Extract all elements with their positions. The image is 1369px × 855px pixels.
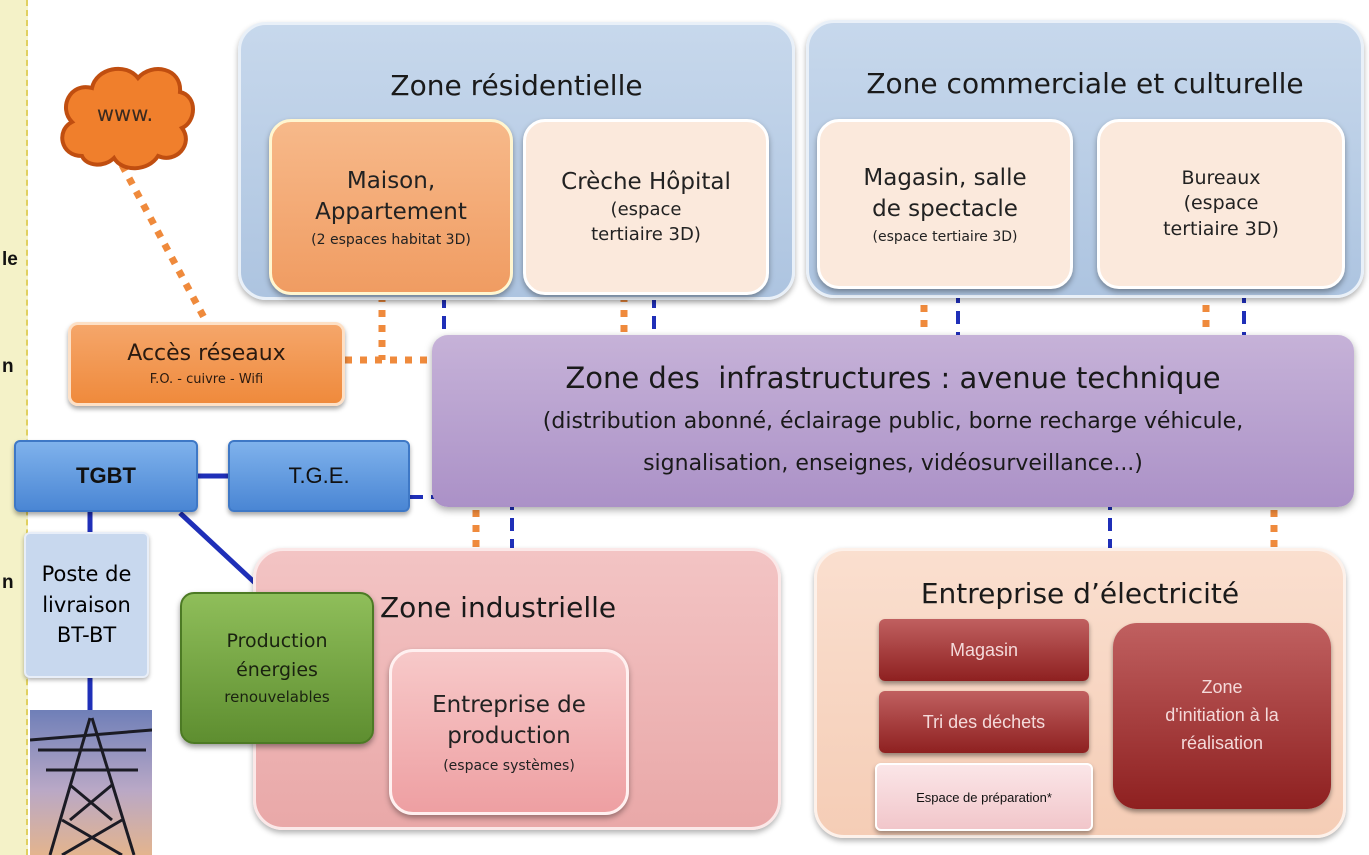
renewable-production-box: Production énergies renouvelables [180,592,374,744]
tge-box: T.G.E. [228,440,410,512]
side-fragment-2: n [2,356,14,377]
offices-card: Bureaux (espace tertiaire 3D) [1097,119,1345,289]
network-access-box: Accès réseaux F.O. - cuivre - Wifi [68,322,345,406]
infrastructure-line2: signalisation, enseignes, vidéosurveilla… [643,451,1143,476]
initiation-line2: d'initiation à la [1165,705,1279,726]
tge-label: T.G.E. [288,463,350,488]
shop-line2: de spectacle [872,196,1018,222]
delivery-station-box: Poste de livraison BT-BT [24,532,149,678]
store-label: Magasin [949,639,1019,660]
infrastructure-title: Zone des infrastructures : avenue techni… [565,361,1221,395]
shop-line1: Magasin, salle [863,164,1027,191]
delivery-line2: livraison [42,592,131,617]
initiation-zone-box: Zone d'initiation à la réalisation [1113,623,1331,809]
left-margin-strip [0,0,28,855]
residential-zone: Zone résidentielle Maison, Appartement (… [238,22,795,300]
electric-company-title: Entreprise d’électricité [920,577,1240,610]
side-fragment-3: n [2,572,14,593]
store-box: Magasin [879,619,1089,681]
power-pylon-image [30,710,152,855]
house-line2: Appartement [315,199,467,225]
shop-note: (espace tertiaire 3D) [872,229,1018,246]
care-line1: Crèche Hôpital [561,169,731,196]
offices-line2: (espace [1183,192,1259,215]
industrial-zone-title: Zone industrielle [380,591,617,624]
initiation-line1: Zone [1201,677,1243,698]
network-access-title: Accès réseaux [127,341,286,366]
renewable-line3: renouvelables [224,687,330,706]
internet-label: www. [96,102,154,126]
renewable-line2: énergies [236,659,318,682]
care-line2: (espace [610,199,682,221]
care-line3: tertiaire 3D) [591,223,701,245]
cloud-icon [60,67,195,171]
house-line1: Maison, [346,167,436,194]
preparation-space-box: Espace de préparation* [875,763,1093,831]
initiation-line3: réalisation [1180,732,1264,753]
pylon-icon [30,717,152,855]
offices-line1: Bureaux [1181,166,1261,189]
side-fragment-1: le [2,249,18,270]
shop-card: Magasin, salle de spectacle (espace tert… [817,119,1073,289]
commercial-zone: Zone commerciale et culturelle Magasin, … [806,20,1364,298]
tgbt-box: TGBT [14,440,198,512]
infrastructure-line1: (distribution abonné, éclairage public, … [542,409,1244,434]
offices-line3: tertiaire 3D) [1163,217,1279,240]
tgbt-label: TGBT [76,463,136,488]
internet-cloud: www. [52,60,198,176]
preparation-space-label: Espace de préparation* [916,789,1052,805]
renewable-line1: Production [226,629,328,652]
house-note: (2 espaces habitat 3D) [311,232,471,249]
production-company-line2: production [447,723,571,749]
production-company-card: Entreprise de production (espace système… [389,649,629,815]
delivery-line1: Poste de [41,562,132,587]
residential-zone-title: Zone résidentielle [390,69,643,102]
waste-sorting-box: Tri des déchets [879,691,1089,753]
production-company-note: (espace systèmes) [443,758,575,775]
delivery-line3: BT-BT [56,623,117,648]
waste-sorting-label: Tri des déchets [922,711,1046,732]
house-card: Maison, Appartement (2 espaces habitat 3… [269,119,513,295]
network-access-subtitle: F.O. - cuivre - Wifi [149,372,264,387]
commercial-zone-title: Zone commerciale et culturelle [866,67,1304,100]
production-company-line1: Entreprise de [432,691,586,718]
electric-company-zone: Entreprise d’électricité Magasin Tri des… [814,548,1346,838]
care-card: Crèche Hôpital (espace tertiaire 3D) [523,119,769,295]
infrastructure-zone: Zone des infrastructures : avenue techni… [432,335,1354,507]
